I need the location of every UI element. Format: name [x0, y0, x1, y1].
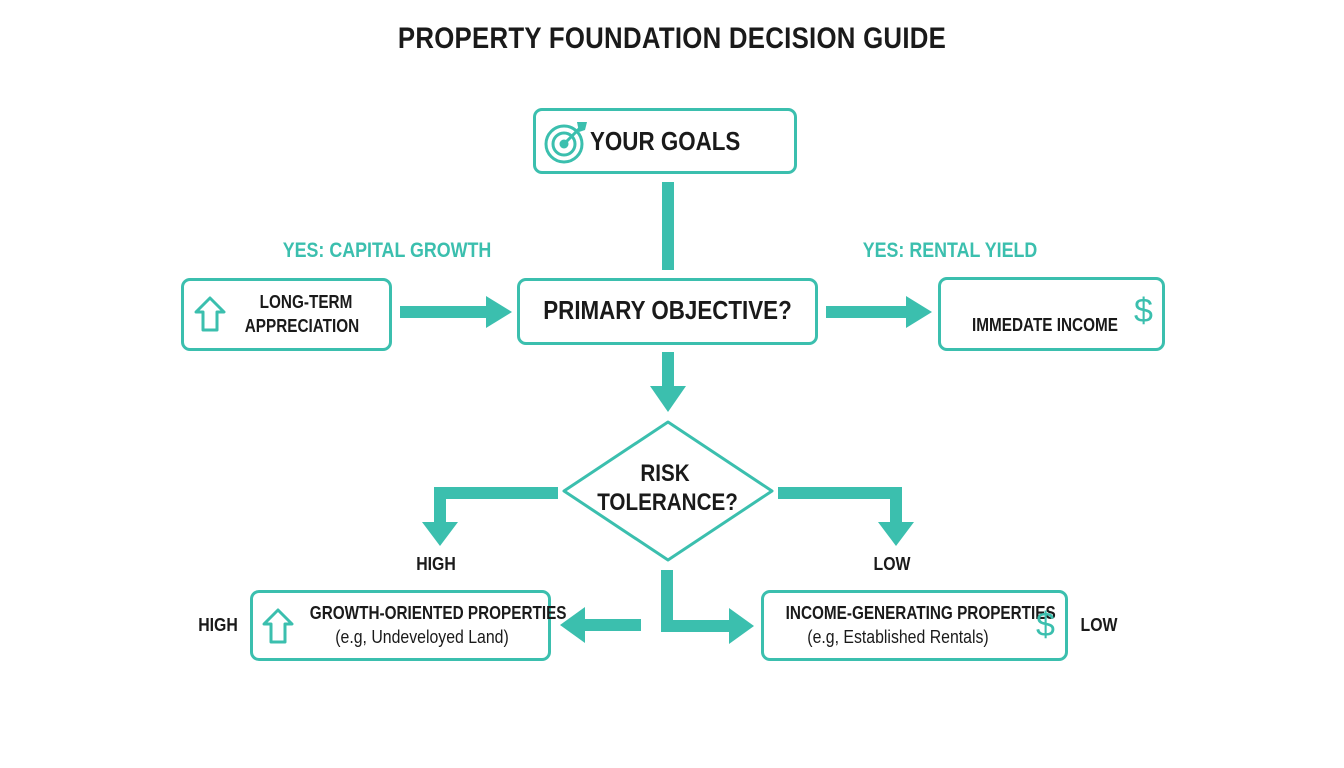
- connector-risk-down: [661, 570, 673, 632]
- high-branch-label: HIGH: [416, 554, 456, 574]
- dollar-icon: $: [1036, 606, 1055, 644]
- arrowhead-income: [906, 296, 932, 328]
- arrowhead-growth-properties: [560, 607, 585, 643]
- connector-goals-to-primary: [662, 182, 674, 270]
- page-title: PROPERTY FOUNDATION DECISION GUIDE: [397, 22, 947, 55]
- income-side-label: LOW: [1080, 615, 1118, 635]
- target-icon: [544, 122, 587, 164]
- connector-primary-to-appreciation: [400, 306, 488, 318]
- arrowhead-appreciation: [486, 296, 512, 328]
- arrowhead-risk: [650, 386, 686, 412]
- risk-diamond: [562, 420, 774, 562]
- income-line2: (e.g, Established Rentals): [807, 627, 989, 647]
- growth-properties-box: [250, 590, 551, 661]
- growth-side-label: HIGH: [198, 615, 238, 635]
- risk-line1: RISK: [640, 460, 690, 487]
- connector-risk-left-vertical: [434, 487, 446, 525]
- goals-box: [533, 108, 797, 174]
- capital-growth-label: YES: CAPITAL GROWTH: [282, 239, 492, 262]
- rental-yield-label: YES: RENTAL YIELD: [862, 239, 1038, 262]
- income-properties-box: [761, 590, 1068, 661]
- arrowhead-high: [422, 522, 458, 546]
- connector-risk-to-income-properties: [661, 620, 731, 632]
- arrowhead-low: [878, 522, 914, 546]
- immediate-income-label: IMMEDATE INCOME: [972, 315, 1118, 335]
- connector-to-growth-properties: [583, 619, 641, 631]
- connector-primary-to-risk: [662, 352, 674, 388]
- connector-risk-right-vertical: [890, 487, 902, 525]
- dollar-icon: $: [1134, 292, 1153, 330]
- goals-label: YOUR GOALS: [590, 126, 741, 156]
- growth-line1: GROWTH-ORIENTED PROPERTIES: [309, 603, 567, 623]
- low-branch-label: LOW: [873, 554, 911, 574]
- primary-objective-label: PRIMARY OBJECTIVE?: [543, 295, 792, 325]
- risk-line2: TOLERANCE?: [597, 489, 738, 516]
- appreciation-line1: LONG-TERM: [259, 292, 353, 312]
- arrowhead-income-properties: [729, 608, 754, 644]
- connector-risk-left-horizontal: [434, 487, 558, 499]
- connector-primary-to-income: [826, 306, 908, 318]
- primary-objective-box: [517, 278, 818, 345]
- appreciation-line2: APPRECIATION: [244, 316, 360, 336]
- income-line1: INCOME-GENERATING PROPERTIES: [785, 603, 1056, 623]
- connector-risk-right-horizontal: [778, 487, 902, 499]
- up-arrow-icon: [194, 296, 226, 332]
- up-arrow-icon: [262, 608, 294, 644]
- growth-line2: (e.g, Undeveloyed Land): [335, 627, 509, 647]
- immediate-income-box: [938, 277, 1165, 351]
